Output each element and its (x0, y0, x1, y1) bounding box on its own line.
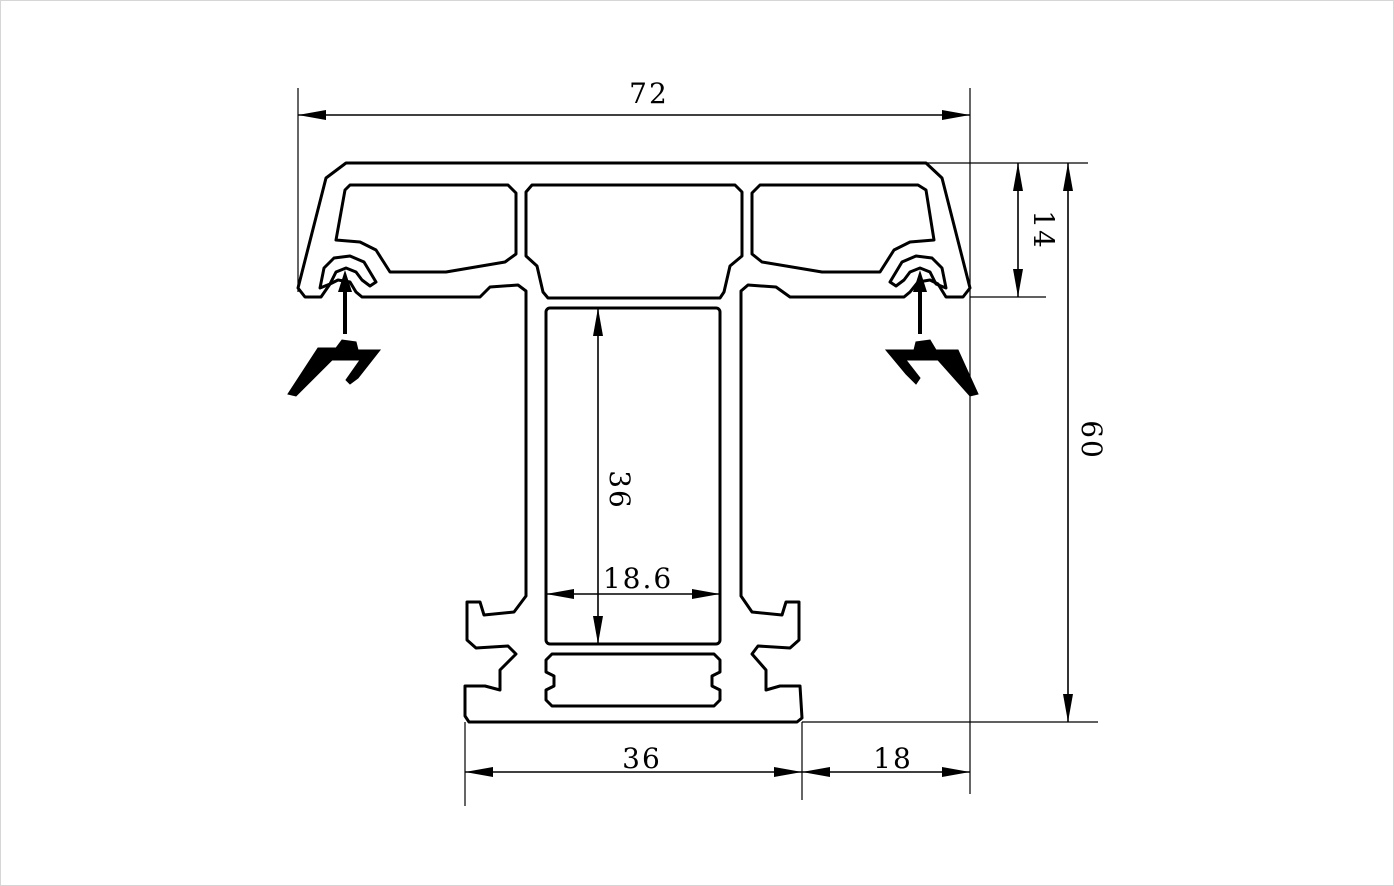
center-top-chamber (524, 183, 744, 300)
dim-top-height: 14 (926, 162, 1088, 298)
profile-outer-contour (296, 161, 972, 724)
right-insert-arrow-head (913, 270, 927, 292)
dim-base: 36 18 (464, 160, 971, 806)
dim-overall-width: 72 (297, 77, 971, 292)
main-chamber (544, 306, 722, 646)
left-gasket-shape (287, 339, 382, 397)
profile-section (296, 161, 972, 724)
bottom-chamber (544, 652, 722, 708)
dim-chamber-width: 18.6 (546, 562, 720, 599)
left-top-chamber (334, 183, 518, 274)
right-top-chamber (750, 183, 936, 274)
dim-label-14: 14 (1027, 210, 1060, 250)
dim-label-72: 72 (629, 77, 669, 110)
left-gasket-groove (318, 254, 378, 290)
right-gasket-groove (888, 254, 948, 290)
right-gasket-shape (884, 339, 979, 397)
dim-label-36-horizontal: 36 (622, 742, 662, 775)
left-gasket-insert (287, 270, 382, 397)
dim-label-36-vertical: 36 (603, 470, 636, 510)
dim-label-18: 18 (873, 742, 913, 775)
dim-label-18-6: 18.6 (603, 562, 673, 595)
left-insert-arrow-head (338, 270, 352, 292)
dim-label-60: 60 (1075, 420, 1108, 460)
dim-overall-height: 60 (802, 163, 1108, 723)
right-gasket-insert (884, 270, 979, 397)
dim-chamber-height: 36 (593, 308, 636, 644)
